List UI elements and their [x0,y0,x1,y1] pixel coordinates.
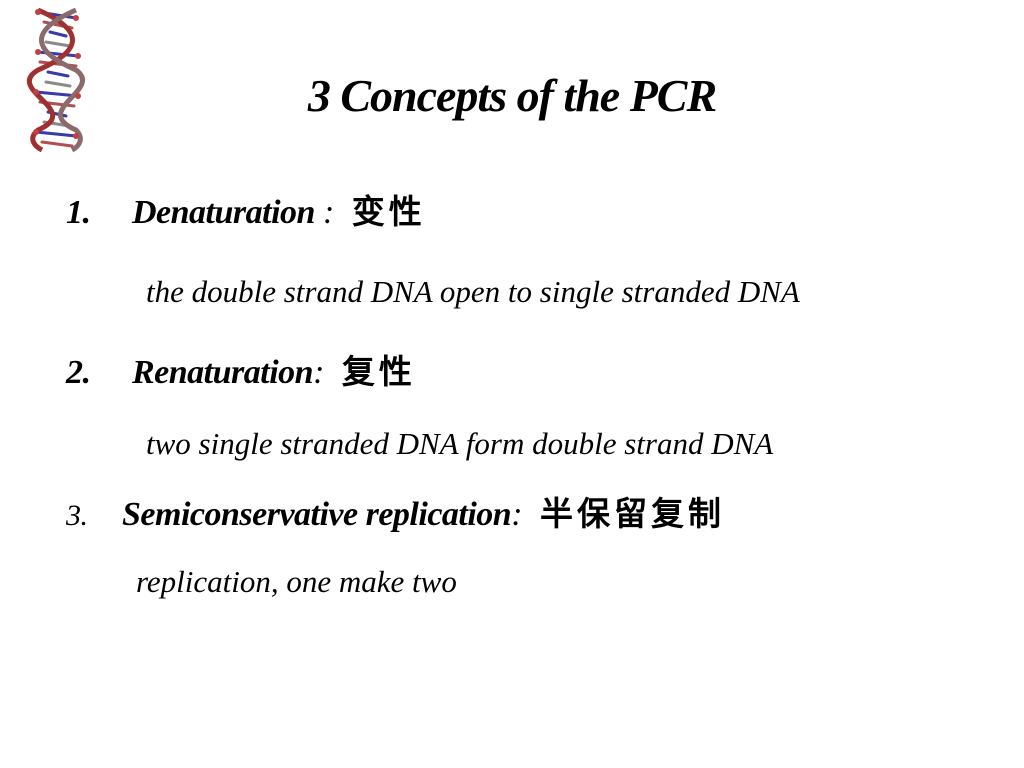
concept-1-chinese: 变性 [351,192,426,231]
concept-2-number: 2. [66,354,91,391]
dna-helix-icon [26,7,85,152]
concept-3-heading: 3. Semiconservative replication: 半保留复制 [66,492,725,538]
concept-3-term: Semiconservative replication [122,496,512,533]
concept-1-heading: 1. Denaturation : 变性 [66,190,426,235]
slide-title: 3 Concepts of the PCR [307,70,717,121]
concept-1-separator: : [314,194,334,231]
concept-1-term: Denaturation [132,194,315,231]
concept-2-separator: : [313,354,324,391]
concept-2-description: two single stranded DNA form double stra… [146,426,774,461]
concept-2-heading: 2. Renaturation: 复性 [66,350,416,395]
concept-3-separator: : [511,496,523,533]
concept-3-description: replication, one make two [136,564,457,599]
concept-1-number: 1. [66,194,91,231]
concept-3-number: 3. [66,499,88,532]
concept-2-chinese: 复性 [341,352,416,391]
concept-3-chinese: 半保留复制 [540,494,726,533]
concept-2-term: Renaturation [132,354,314,391]
concept-1-description: the double strand DNA open to single str… [146,274,800,309]
